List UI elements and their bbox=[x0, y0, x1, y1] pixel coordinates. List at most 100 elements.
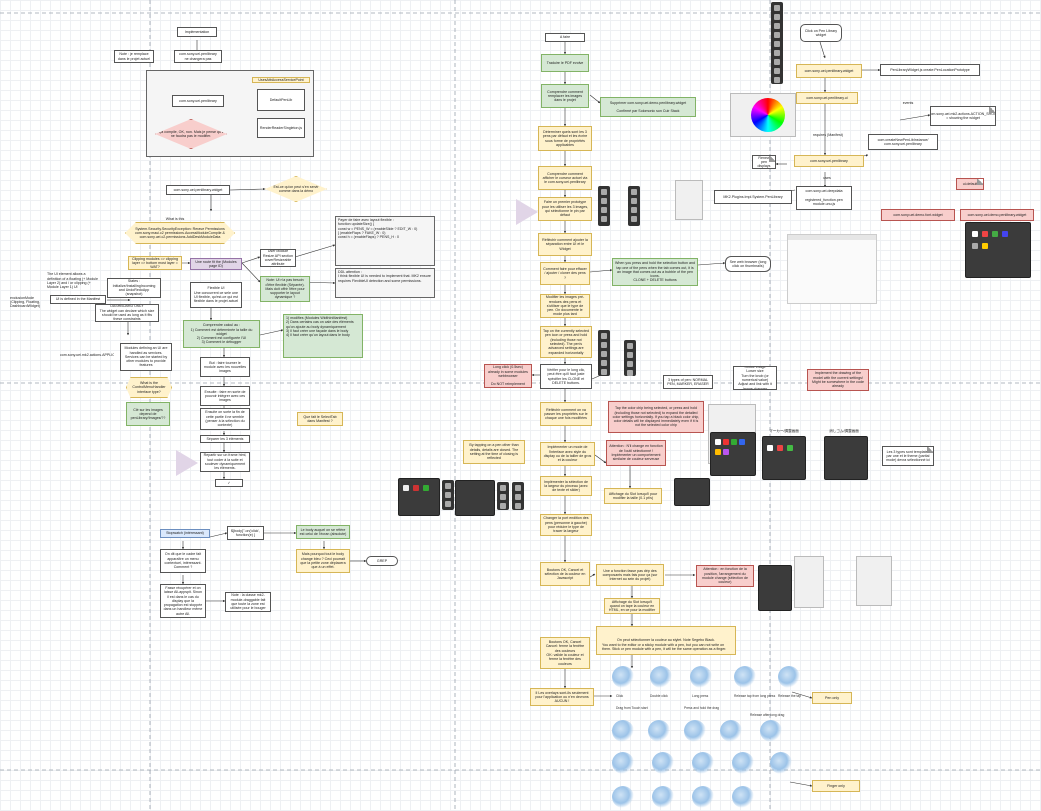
node-usesatbs[interactable]: UsesAtbAccessServicePoint bbox=[252, 77, 310, 83]
node-stroke-image[interactable]: Stroke image Lower size Turn the knob (o… bbox=[733, 366, 777, 390]
node-body-listener[interactable]: Le body auquel on se réfère est celui de… bbox=[296, 525, 350, 539]
label-uses: uses bbox=[820, 176, 834, 181]
node-repartir[interactable]: Repartir sur un frame html, tout coder à… bbox=[200, 452, 250, 472]
node-affichage-slot2[interactable]: Affichage du Slot lorsqu'il quand on tap… bbox=[604, 598, 660, 614]
node-tap-color[interactable]: Tap the color chip being selected, or pr… bbox=[608, 401, 704, 433]
node-implementer-mode[interactable]: Implémenter un mode de l'interface avec … bbox=[540, 442, 595, 466]
node-separer[interactable]: Séparer les 3 éléments bbox=[200, 435, 250, 443]
node-ensuite-faire[interactable]: Ensuite : faire en sorte de pouvoir inté… bbox=[200, 386, 250, 406]
node-reflechir-mettre[interactable]: Réfléchir comment on va passer les propr… bbox=[540, 402, 592, 426]
node-com-sony-createnew[interactable]: com.createNewPenLibInstance/ com.sony.ue… bbox=[868, 134, 938, 150]
node-but-tourner[interactable]: But : faire tourner le module avec les n… bbox=[200, 357, 250, 377]
node-ensuite-sorte[interactable]: Ensuite on sorte la fin de cette partie … bbox=[200, 408, 250, 430]
node-demo-penlibrary-widget[interactable]: com.sony.uei.demo.penlibrary.widget bbox=[960, 209, 1034, 221]
node-attention-changer[interactable]: Attention : N'il change en fonction de l… bbox=[606, 440, 666, 466]
node-les-3-types[interactable]: Les 3 types sont templates par une et le… bbox=[882, 446, 934, 466]
node-long-click[interactable]: Long click (0.5sec) already in some modu… bbox=[484, 364, 532, 388]
node-faire-premier[interactable]: Faire un premier prototype pour les util… bbox=[538, 197, 592, 221]
node-comprendre-afficher[interactable]: Comprendre comment afficher le curseur a… bbox=[538, 166, 592, 190]
node-ui-layout[interactable]: ui.default bbox=[956, 178, 984, 190]
node-implementation[interactable]: Implémentation bbox=[177, 27, 217, 37]
image-pen-strip-5 bbox=[442, 480, 454, 510]
gesture-finger-6-icon bbox=[612, 786, 634, 808]
node-finger-only[interactable]: Finger only bbox=[812, 780, 860, 792]
gesture-finger-2-icon bbox=[652, 752, 674, 774]
node-gripped[interactable]: GREP bbox=[366, 556, 398, 566]
node-three-types[interactable]: 3 types of pen: NORMAL PEN, MARKER, ERAS… bbox=[663, 375, 713, 389]
node-determiner[interactable]: Déterminer quels sont les 3 pens par déf… bbox=[538, 126, 592, 151]
node-click-pen-library[interactable]: Click on Pen Library widget bbox=[800, 24, 842, 42]
node-modifies-list[interactable]: 1) modifies (Modules WidthInManifest) 2)… bbox=[283, 314, 363, 358]
node-renew-press[interactable]: Renew pen displays bbox=[752, 155, 776, 169]
node-comprendre-calcul[interactable]: Comprendre calcul au : 1) Comment est dé… bbox=[183, 320, 260, 348]
node-cle-images[interactable]: Clé sur les images depend de penLibrary/… bbox=[126, 402, 170, 426]
node-affichage-slot[interactable]: Affichage du Slot lorsqu'il pour modifie… bbox=[604, 488, 662, 504]
node-implement-drawing[interactable]: Implement the drawing of the model with … bbox=[807, 369, 869, 391]
node-when-press[interactable]: When you press and hold the selection bu… bbox=[612, 258, 698, 286]
node-by-tapping[interactable]: By tapping on a pen other than details, … bbox=[463, 440, 525, 464]
node-modifier-images[interactable]: Modifier les images pré-rendues des pens… bbox=[540, 294, 590, 318]
node-ou-dit[interactable]: On dit que le cadre fait apparaître un m… bbox=[160, 549, 206, 573]
node-une-fois-cree[interactable]: Une a fonction fasse pas dép des composa… bbox=[596, 564, 664, 586]
image-thumbnails-screen bbox=[787, 234, 877, 304]
node-mk2-plugins[interactable]: MK2.Plugins.Impl.System.PenLibrary bbox=[714, 190, 792, 204]
node-floating-widget[interactable]: Une route fit the (Modules page ID) bbox=[190, 258, 242, 270]
node-ui-defined-manifest[interactable]: UI is defined in the Manifest bbox=[50, 295, 106, 304]
node-penlibrary-unchanged[interactable]: com.sony.uei.penlibrary ne changera pas bbox=[174, 50, 222, 63]
node-penlibrary-a[interactable]: com.sony.uei.penlibrary bbox=[172, 95, 224, 107]
node-boutons-ok-cancel[interactable]: Boutons OK, Cancel et sélection de la co… bbox=[540, 562, 590, 586]
node-sbody[interactable]: ${body}".on('click', function(e) { bbox=[227, 526, 264, 540]
node-a-faire[interactable]: A faire bbox=[545, 33, 585, 42]
node-reflechir[interactable]: Réfléchir comment ajouter la séparation … bbox=[538, 233, 592, 256]
node-comprendre-remplacer[interactable]: Comprendre comment remplacer les images … bbox=[541, 84, 589, 108]
node-penlibrary-c[interactable]: com.sony.uei.penlibrary.ui bbox=[796, 92, 858, 104]
node-demo-font-widget[interactable]: com.sony.uei.demo.font.widget bbox=[881, 209, 955, 221]
node-penlibrary-b[interactable]: com.sony.uei.penlibrary bbox=[794, 155, 864, 167]
node-dashboard-only[interactable]: DASHBOARD ONLY The widget can declare wh… bbox=[95, 304, 159, 322]
node-clipping-question[interactable]: Clipping modules => clipping layer => bo… bbox=[128, 256, 182, 270]
node-comment-effacer[interactable]: Comment faire pour effacer / ajouter / c… bbox=[540, 262, 590, 285]
node-que-fait[interactable]: Que fait le SelectTab dans Manifest ? bbox=[297, 412, 343, 426]
node-changer-portee[interactable]: Changer la port endition des pens (perso… bbox=[540, 514, 592, 536]
image-pen-strip-4 bbox=[624, 340, 636, 376]
gesture-finger-3-icon bbox=[692, 752, 714, 774]
node-ddl-attention[interactable]: DDL attention : I think flexible UI is n… bbox=[335, 268, 435, 298]
node-penlibrary-widget-a[interactable]: com.sony.uei.penlibrary.widget bbox=[166, 185, 230, 195]
node-implementer-selection[interactable]: Implémenter la sélection de la largeur d… bbox=[540, 476, 592, 496]
node-tap-currently[interactable]: Tap on the currently selected pen icon o… bbox=[540, 326, 592, 358]
node-see-web[interactable]: See web browser (long click on thumbnail… bbox=[725, 256, 771, 272]
node-pen-only[interactable]: Pen only bbox=[812, 692, 852, 704]
node-verifier[interactable]: Vérifier pour le long clic, peut être qu… bbox=[540, 364, 592, 389]
node-penlibrary-widget-create[interactable]: PenLibraryWidget.js create:PenLocationPr… bbox=[880, 64, 980, 76]
node-flexible-ui[interactable]: Flexible UI Une concurrent ce sele une U… bbox=[190, 282, 242, 308]
node-il-les-overlays[interactable]: Il Les overlays sont-ils seulement pour … bbox=[530, 688, 594, 706]
node-mais-pourquoi[interactable]: Mais pourquoi tout le body change bleu ?… bbox=[296, 549, 350, 573]
gesture-finger-7-icon bbox=[652, 786, 674, 808]
label-sony-app-actions: com.sony.uei.mk2.actions.APPLICATION_STA… bbox=[58, 350, 114, 360]
node-states[interactable]: States : Initialize/InstallingIncoming a… bbox=[107, 278, 161, 298]
node-defaultpenlib[interactable]: DefaultPenLib bbox=[257, 89, 305, 111]
node-user-module-resize[interactable]: User Module Resize API section coverResi… bbox=[260, 249, 296, 267]
node-mk2-actions[interactable]: com.sony.uei.mk2.actions.ACTION_SHOW = s… bbox=[930, 106, 996, 126]
node-attention-fonction[interactable]: Attention : en fonction de la position, … bbox=[696, 565, 754, 587]
node-note-template[interactable]: Note : je remplace dans le projet actuel bbox=[114, 50, 154, 63]
image-pen-toolbar-vertical bbox=[771, 2, 783, 84]
image-pen-strip-2 bbox=[628, 186, 640, 226]
node-system-security[interactable]: System.Security.SecurityException: Rerav… bbox=[125, 222, 235, 244]
node-fasse-recuperer[interactable]: Fasse récupérer et on laisse All-appspit… bbox=[160, 584, 206, 618]
node-payer-note[interactable]: Payer de faire avec layout flexible : fu… bbox=[335, 216, 435, 266]
node-note-classe[interactable]: Note : la classe mk2-module-draggable fa… bbox=[225, 592, 271, 612]
image-panel-e bbox=[794, 556, 824, 608]
node-supprimer[interactable]: Supprimer com.sony.uei.demo.penlibrary.w… bbox=[600, 97, 696, 117]
image-panel-c bbox=[674, 478, 710, 506]
node-modules-defining[interactable]: Modules defining an UI are handled as se… bbox=[120, 343, 172, 371]
node-boutons-ok-cancel2[interactable]: Boutons OK, Cancel Cancel: ferme la fenê… bbox=[540, 637, 590, 669]
node-registered-function[interactable]: com.sony.uei.deepdata registered_functio… bbox=[796, 186, 852, 210]
node-traduire[interactable]: Traduire le PDF evolve bbox=[541, 54, 589, 72]
node-readerblinding[interactable]: RenderReaderSingleton.js bbox=[257, 118, 305, 138]
node-what-is-controlled[interactable]: What is the ControlMenuHandler interface… bbox=[126, 377, 172, 398]
node-stopwatch[interactable]: Stopwatch (intéressant) bbox=[160, 529, 210, 538]
node-note-flexible[interactable]: Note: UI n'a pas besoin d'être flexible … bbox=[260, 276, 310, 302]
node-ok-small[interactable]: ✓ bbox=[215, 479, 243, 487]
node-penlibrary-widget-b[interactable]: com.sony.uei.penlibrary.widget bbox=[796, 64, 862, 78]
